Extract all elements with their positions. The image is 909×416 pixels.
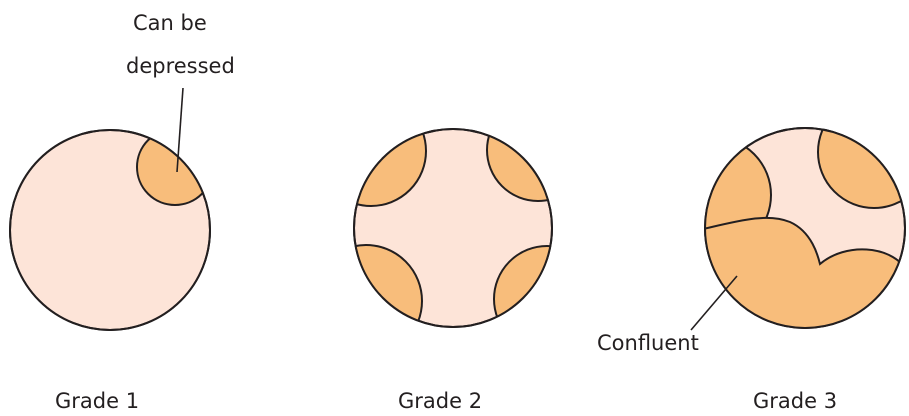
grade-1-figure: Can be depressed Grade 1 bbox=[10, 11, 235, 413]
grade-2-spot-top-left bbox=[316, 96, 426, 206]
grade-3-label: Grade 3 bbox=[753, 389, 837, 413]
grade-2-figure: Grade 2 bbox=[310, 96, 600, 413]
confluent-annotation: Confluent bbox=[597, 331, 699, 355]
grade-2-spot-top-right bbox=[487, 99, 589, 201]
grade-3-figure: Confluent Grade 3 bbox=[597, 96, 909, 413]
depressed-annotation-line1: Can be bbox=[133, 11, 207, 35]
grade-2-spot-bottom-left bbox=[310, 245, 422, 357]
grade-1-label: Grade 1 bbox=[55, 389, 139, 413]
depressed-annotation-line2: depressed bbox=[126, 54, 235, 78]
grade-1-spot bbox=[137, 129, 213, 205]
confluent-leader-line bbox=[691, 276, 737, 330]
grade-2-label: Grade 2 bbox=[398, 389, 482, 413]
